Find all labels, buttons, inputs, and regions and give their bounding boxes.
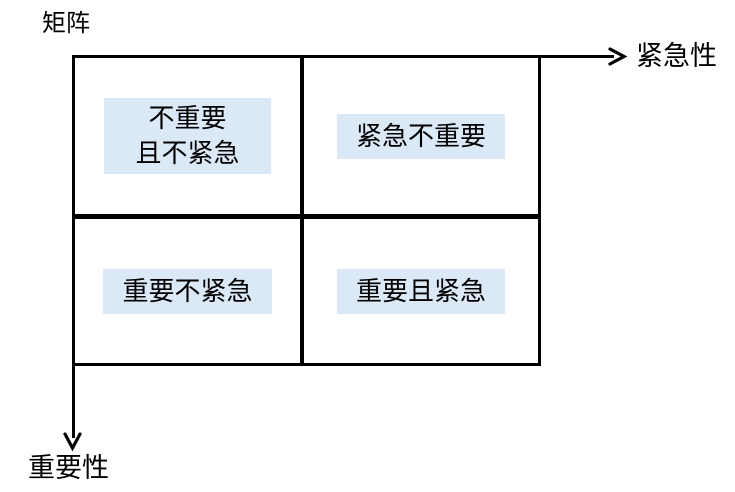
quadrant-important-not-urgent: 重要不紧急 xyxy=(75,219,300,363)
quadrant-label-box: 重要且紧急 xyxy=(336,268,505,314)
quadrant-important-and-urgent: 重要且紧急 xyxy=(304,219,538,363)
x-axis-line xyxy=(538,55,614,58)
quadrant-label-line: 紧急不重要 xyxy=(355,120,486,151)
matrix-horizontal-divider xyxy=(75,214,538,219)
matrix-frame: 不重要 且不紧急 紧急不重要 重要不紧急 重要且紧急 xyxy=(72,55,541,366)
diagram-title: 矩阵 xyxy=(42,10,90,37)
quadrant-label-box: 重要不紧急 xyxy=(103,268,272,314)
quadrant-label-line: 且不紧急 xyxy=(135,138,240,168)
matrix-vertical-divider xyxy=(300,58,304,363)
quadrant-label-line: 重要且紧急 xyxy=(355,275,486,306)
quadrant-urgent-not-important: 紧急不重要 xyxy=(304,58,538,214)
y-axis-line xyxy=(72,364,75,438)
x-axis-arrowhead-icon xyxy=(608,47,628,66)
quadrant-label-line: 重要不紧急 xyxy=(122,275,253,306)
quadrant-label-box: 紧急不重要 xyxy=(336,113,505,159)
y-axis-label: 重要性 xyxy=(28,453,109,483)
quadrant-not-important-not-urgent: 不重要 且不紧急 xyxy=(75,58,300,214)
x-axis-label: 紧急性 xyxy=(636,41,717,71)
quadrant-label-box: 不重要 且不紧急 xyxy=(104,98,271,174)
y-axis-arrowhead-icon xyxy=(63,432,82,452)
quadrant-label-line: 不重要 xyxy=(148,103,227,133)
